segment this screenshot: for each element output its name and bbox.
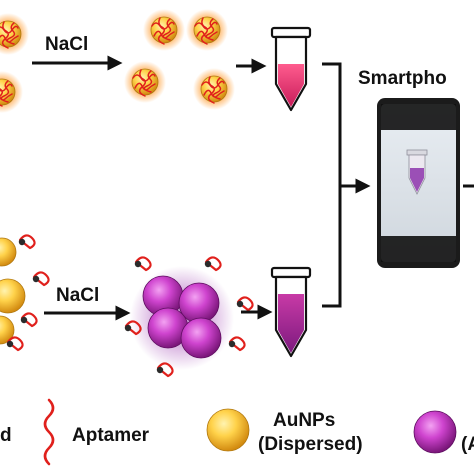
dispersed-nanoparticle-icon bbox=[142, 8, 186, 52]
test-tube-icon bbox=[270, 266, 312, 358]
legend-dispersed: (Dispersed) bbox=[258, 434, 363, 455]
gold-nanoparticle-legend-icon bbox=[206, 408, 250, 452]
dispersed-nanoparticle-icon bbox=[0, 70, 24, 114]
nacl-label-top: NaCl bbox=[45, 34, 88, 55]
connector-top bbox=[322, 62, 342, 186]
smartphone-icon bbox=[377, 98, 460, 268]
aggregated-nanoparticle-icon bbox=[130, 266, 234, 370]
legend-aptamer: Aptamer bbox=[72, 425, 150, 446]
purple-nanoparticle-legend-icon bbox=[413, 410, 457, 454]
dispersed-nanoparticle-icon bbox=[185, 8, 229, 52]
legend-partial-left: d bbox=[0, 425, 12, 446]
dispersed-nanoparticle-icon bbox=[123, 60, 167, 104]
connector-bottom bbox=[322, 186, 342, 308]
smartphone-label: Smartpho bbox=[358, 68, 447, 89]
test-tube-icon bbox=[270, 26, 312, 112]
legend-aunps: AuNPs bbox=[273, 410, 335, 431]
aptamer-bound-particles bbox=[0, 234, 50, 352]
phone-screen-tube-icon bbox=[406, 149, 428, 195]
dispersed-nanoparticle-icon bbox=[192, 67, 236, 111]
dispersed-nanoparticle-icon bbox=[0, 12, 30, 56]
legend-partial-right: (A bbox=[461, 434, 474, 455]
aptamer-strand-icon bbox=[43, 398, 55, 466]
nacl-label-bottom: NaCl bbox=[56, 285, 99, 306]
